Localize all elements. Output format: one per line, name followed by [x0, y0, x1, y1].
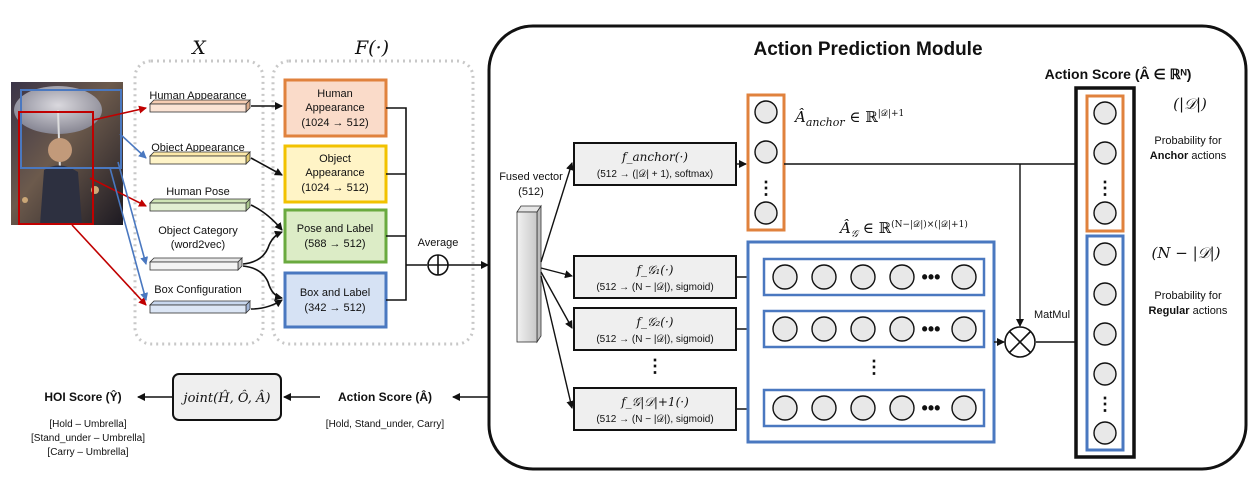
hoi-value-3: [Carry – Umbrella]	[47, 447, 128, 458]
hoi-score-label: HOI Score (Ŷ)	[44, 389, 121, 404]
regular-count: (N − |𝒟|)	[1151, 244, 1220, 262]
x-symbol: X	[190, 37, 207, 59]
label-object-category: Object Category	[158, 225, 238, 237]
anchor-prob-line2: Anchor actions	[1150, 150, 1227, 162]
regular-prob-line1: Probability for	[1154, 290, 1222, 302]
block-object-line3: (1024 → 512)	[301, 182, 368, 194]
label-human-pose: Human Pose	[166, 186, 230, 198]
anchor-function-detail: (512 → (|𝒟| + 1), softmax)	[597, 169, 713, 180]
function-ellipsis: ⋮	[646, 356, 664, 376]
svg-text:⋮: ⋮	[757, 178, 775, 198]
anchor-score-segment: ⋮	[1085, 94, 1125, 233]
joint-box: joint(Ĥ, Ô, Â)	[172, 373, 282, 421]
group-function-box-1: f_𝒢₁(·) (512 → (N − |𝒟|), sigmoid)	[573, 255, 737, 299]
block-object-line1: Object	[319, 153, 351, 165]
label-word2vec: (word2vec)	[171, 239, 225, 251]
svg-text:⋮: ⋮	[1096, 178, 1114, 198]
matmul-icon	[1004, 326, 1036, 358]
label-human-appearance: Human Appearance	[149, 90, 246, 102]
matrix-ellipsis: ⋮	[865, 357, 883, 377]
feature-bar-pose	[149, 198, 251, 212]
object-box	[20, 89, 122, 169]
block-human-line1: Human	[317, 88, 352, 100]
module-title: Action Prediction Module	[753, 39, 982, 60]
action-score-title: Action Score (Â ∈ ℝᴺ)	[1045, 65, 1192, 82]
anchor-rest: actions	[1188, 150, 1226, 162]
svg-text:•••: •••	[922, 267, 941, 287]
block-box-line2: (342 → 512)	[304, 302, 365, 314]
bottom-action-score-values: [Hold, Stand_under, Carry]	[326, 419, 445, 430]
block-object-line2: Appearance	[305, 167, 364, 179]
group-row-2: •••	[762, 309, 986, 349]
bottom-action-score-label: Action Score (Â)	[338, 389, 432, 404]
block-box-line1: Box and Label	[300, 287, 370, 299]
regular-score-segment: ⋮	[1085, 234, 1125, 452]
regular-prob-line2: Regular actions	[1149, 305, 1228, 317]
group-function-name-last: f_𝒢|𝒟|+1(·)	[620, 395, 689, 409]
fused-vector	[516, 204, 542, 344]
fused-vector-label: Fused vector	[499, 171, 563, 183]
feature-bar-human	[149, 99, 251, 113]
feature-bar-object	[149, 151, 251, 165]
group-function-detail-1: (512 → (N − |𝒟|), sigmoid)	[596, 282, 713, 293]
block-pose-line1: Pose and Label	[297, 223, 373, 235]
group-function-detail-last: (512 → (N − |𝒟|), sigmoid)	[596, 414, 713, 425]
group-row-1: •••	[762, 257, 986, 297]
block-pose-label: Pose and Label (588 → 512)	[283, 208, 388, 264]
x-group-box	[133, 59, 265, 346]
svg-text:•••: •••	[922, 398, 941, 418]
label-box-configuration: Box Configuration	[154, 284, 241, 296]
group-row-last: •••	[762, 388, 986, 428]
regular-bold: Regular	[1149, 305, 1191, 317]
fused-vector-dim: (512)	[518, 186, 544, 198]
sum-icon	[427, 254, 449, 276]
anchor-count: (|𝒟|)	[1173, 95, 1207, 113]
anchor-prob-line1: Probability for	[1154, 135, 1222, 147]
block-pose-line2: (588 → 512)	[304, 238, 365, 250]
feature-bar-box	[149, 300, 251, 314]
group-function-box-last: f_𝒢|𝒟|+1(·) (512 → (N − |𝒟|), sigmoid)	[573, 387, 737, 431]
group-function-name-1: f_𝒢₁(·)	[636, 263, 674, 277]
group-function-box-2: f_𝒢₂(·) (512 → (N − |𝒟|), sigmoid)	[573, 307, 737, 351]
input-image	[11, 82, 123, 225]
label-object-appearance: Object Appearance	[151, 142, 245, 154]
block-human-line2: Appearance	[305, 102, 364, 114]
regular-rest: actions	[1190, 305, 1228, 317]
feature-bar-category	[149, 257, 243, 271]
anchor-bold: Anchor	[1150, 150, 1189, 162]
human-box	[18, 111, 94, 225]
group-function-name-2: f_𝒢₂(·)	[636, 315, 674, 329]
f-symbol: F(·)	[354, 37, 389, 59]
svg-text:⋮: ⋮	[1096, 394, 1114, 414]
f-group-box	[271, 59, 475, 346]
block-human-appearance: Human Appearance (1024 → 512)	[283, 78, 388, 138]
block-object-appearance: Object Appearance (1024 → 512)	[283, 144, 388, 204]
joint-label: joint(Ĥ, Ô, Â)	[181, 389, 271, 406]
hoi-value-2: [Stand_under – Umbrella]	[31, 433, 145, 444]
anchor-function-box: f_anchor(·) (512 → (|𝒟| + 1), softmax)	[573, 142, 737, 186]
anchor-output-vector: ⋮	[746, 93, 786, 232]
block-human-line3: (1024 → 512)	[301, 117, 368, 129]
svg-text:•••: •••	[922, 319, 941, 339]
block-box-label: Box and Label (342 → 512)	[283, 271, 388, 329]
matmul-label: MatMul	[1034, 309, 1070, 321]
hoi-value-1: [Hold – Umbrella]	[49, 419, 126, 430]
anchor-function-name: f_anchor(·)	[621, 150, 688, 164]
group-function-detail-2: (512 → (N − |𝒟|), sigmoid)	[596, 334, 713, 345]
average-label: Average	[418, 237, 459, 249]
